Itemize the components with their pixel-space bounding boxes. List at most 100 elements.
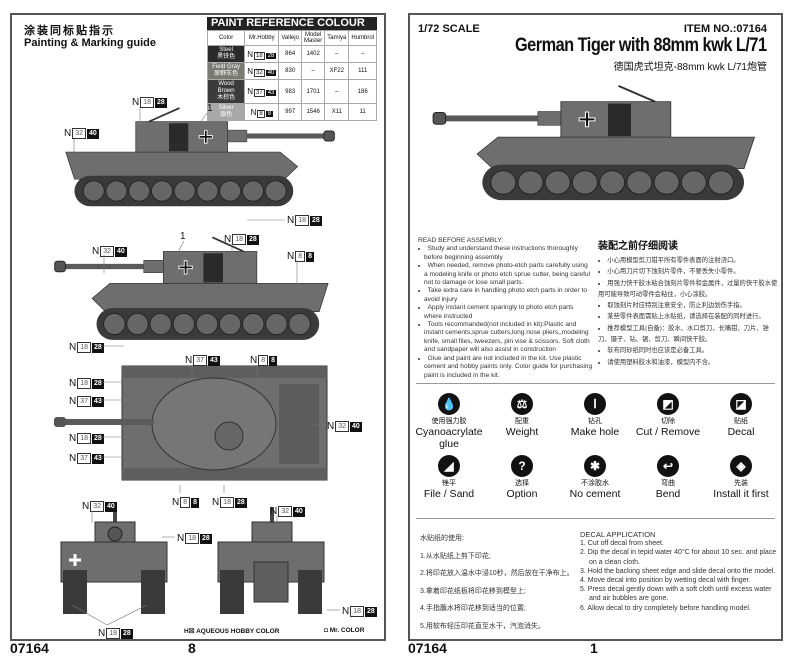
humbrol-code: 186 (348, 79, 377, 104)
road-wheel (707, 170, 735, 195)
callout-aqueous-code: 18 (295, 215, 310, 226)
callout-aqueous-code: 18 (77, 342, 92, 353)
road-wheel (517, 170, 544, 195)
smoke-launcher-stowage (607, 103, 631, 137)
antenna-mg (113, 507, 117, 523)
callout-prefix: N (82, 501, 90, 512)
callout-mr-color-code: 28 (92, 342, 104, 353)
gun-barrel (54, 419, 154, 425)
left-footer-item-number: 07164 (10, 640, 49, 656)
color-name-zh: 原野灰色 (214, 71, 239, 77)
callout-aqueous-code: 18 (140, 97, 155, 108)
callout-mr-color-code: 28 (365, 606, 377, 617)
code-aqueous: 32 (254, 68, 265, 77)
muzzle-brake (54, 260, 66, 273)
code-aqueous: 8 (257, 109, 265, 118)
callout-aqueous-code: 8 (295, 251, 306, 262)
code-mr-color: 8 (265, 110, 274, 117)
code-prefix: N (250, 107, 257, 117)
track-guard (122, 366, 327, 378)
read-before-item-zh: 请使用塑料胶水和油漆，模型内不含。 (598, 357, 778, 368)
tank-left-side-view (57, 103, 337, 213)
symbol-label-zh: 使用强力胶 (431, 418, 467, 425)
symbol-label-zh: 选择 (515, 480, 529, 487)
tank-group (54, 236, 329, 340)
symbol-label-zh: 配重 (515, 418, 529, 425)
vallejo-code: 983 (278, 79, 302, 104)
tank-group (65, 107, 335, 207)
read-before-item-zh: 用强力快干胶水粘合蚀刻片零件和金属件，过量的快干胶水使用可能导致可动零件会粘住，… (598, 278, 778, 301)
read-before-item-zh: 推荐模型工具(自备)：胶水、水口剪刀、长嘴钳、刀片、锉刀、镊子、钻、锯、剪刀、瞬… (598, 323, 778, 346)
callout-mr-color-code: 28 (92, 433, 104, 444)
callout-mr-color-code: 43 (92, 453, 104, 464)
decal-step-zh: 1.从水贴纸上剪下印花; (420, 552, 491, 560)
callout-aqueous-code: 8 (180, 497, 191, 508)
callout-aqueous-code: 32 (90, 501, 105, 512)
callout-mr-color-code: 28 (155, 97, 167, 108)
tank-rear-view (212, 502, 332, 614)
muzzle-brake (432, 112, 447, 125)
guide-title-en: Painting & Marking guide (24, 37, 157, 49)
model-master-code: 1546 (300, 103, 326, 121)
decal-heading-en: DECAL APPLICATION (580, 530, 656, 539)
right-page-number: 1 (590, 640, 598, 656)
tank-drawing (65, 107, 335, 207)
paint-reference-table: PAINT REFERENCE COLOUR Color Mr.Hobby Va… (206, 17, 377, 121)
road-wheel (173, 180, 196, 202)
callout-aqueous-code: 32 (278, 506, 293, 517)
tank-hull (91, 282, 329, 312)
symbol-label-en: Make hole (570, 426, 620, 438)
callout-aqueous-code: 8 (258, 355, 269, 366)
code-mr-color: 40 (265, 69, 277, 76)
tamiya-code: X11 (324, 103, 350, 121)
painting-guide-page: 涂装同标贴指示 Painting & Marking guide PAINT R… (10, 13, 386, 641)
divider (416, 518, 775, 519)
tank-drawing (217, 507, 325, 614)
road-wheel (105, 180, 128, 202)
color-name-zh: 木棕色 (217, 95, 236, 101)
callout-mr-color-code: 43 (92, 396, 104, 407)
road-wheel (264, 180, 287, 202)
callout-prefix: N (250, 355, 258, 366)
decal-number-label: 1 (207, 103, 213, 114)
item-number: ITEM NO.:07164 (683, 23, 767, 35)
callout-aqueous-code: 32 (100, 246, 115, 257)
guide-title-zh: 涂装同标贴指示 (24, 25, 115, 37)
read-before-item-zh: 软布同砂纸同时也应该是必备工具。 (598, 345, 778, 356)
decal-icon: ◪ (730, 393, 752, 415)
symbol-label-zh: 弯曲 (661, 480, 675, 487)
road-wheel (196, 180, 219, 202)
read-before-item-zh: 某些零件表面需贴上水贴纸，请选择在装配的同时进行。 (598, 311, 778, 322)
gun-barrel (443, 115, 538, 122)
symbol-label-en: Bend (655, 488, 681, 500)
road-wheel (265, 312, 288, 336)
col-header: Tamiya (324, 30, 350, 46)
bend-icon: ↩ (657, 455, 679, 477)
tank-group (432, 85, 756, 201)
read-before-item: Tools recommanded(not included in kit):P… (418, 321, 593, 355)
callout-mr-color-code: 40 (293, 506, 305, 517)
road-wheel (680, 170, 707, 195)
road-wheel (103, 312, 126, 336)
engine-deck (279, 384, 319, 464)
road-wheel (653, 170, 680, 195)
antiaircraft-mg (618, 85, 656, 103)
code-prefix: N (247, 66, 253, 76)
symbol-label-en: File / Sand (423, 488, 475, 500)
col-header: Vallejo (278, 30, 302, 46)
color-name-zh: 银色 (220, 112, 233, 118)
